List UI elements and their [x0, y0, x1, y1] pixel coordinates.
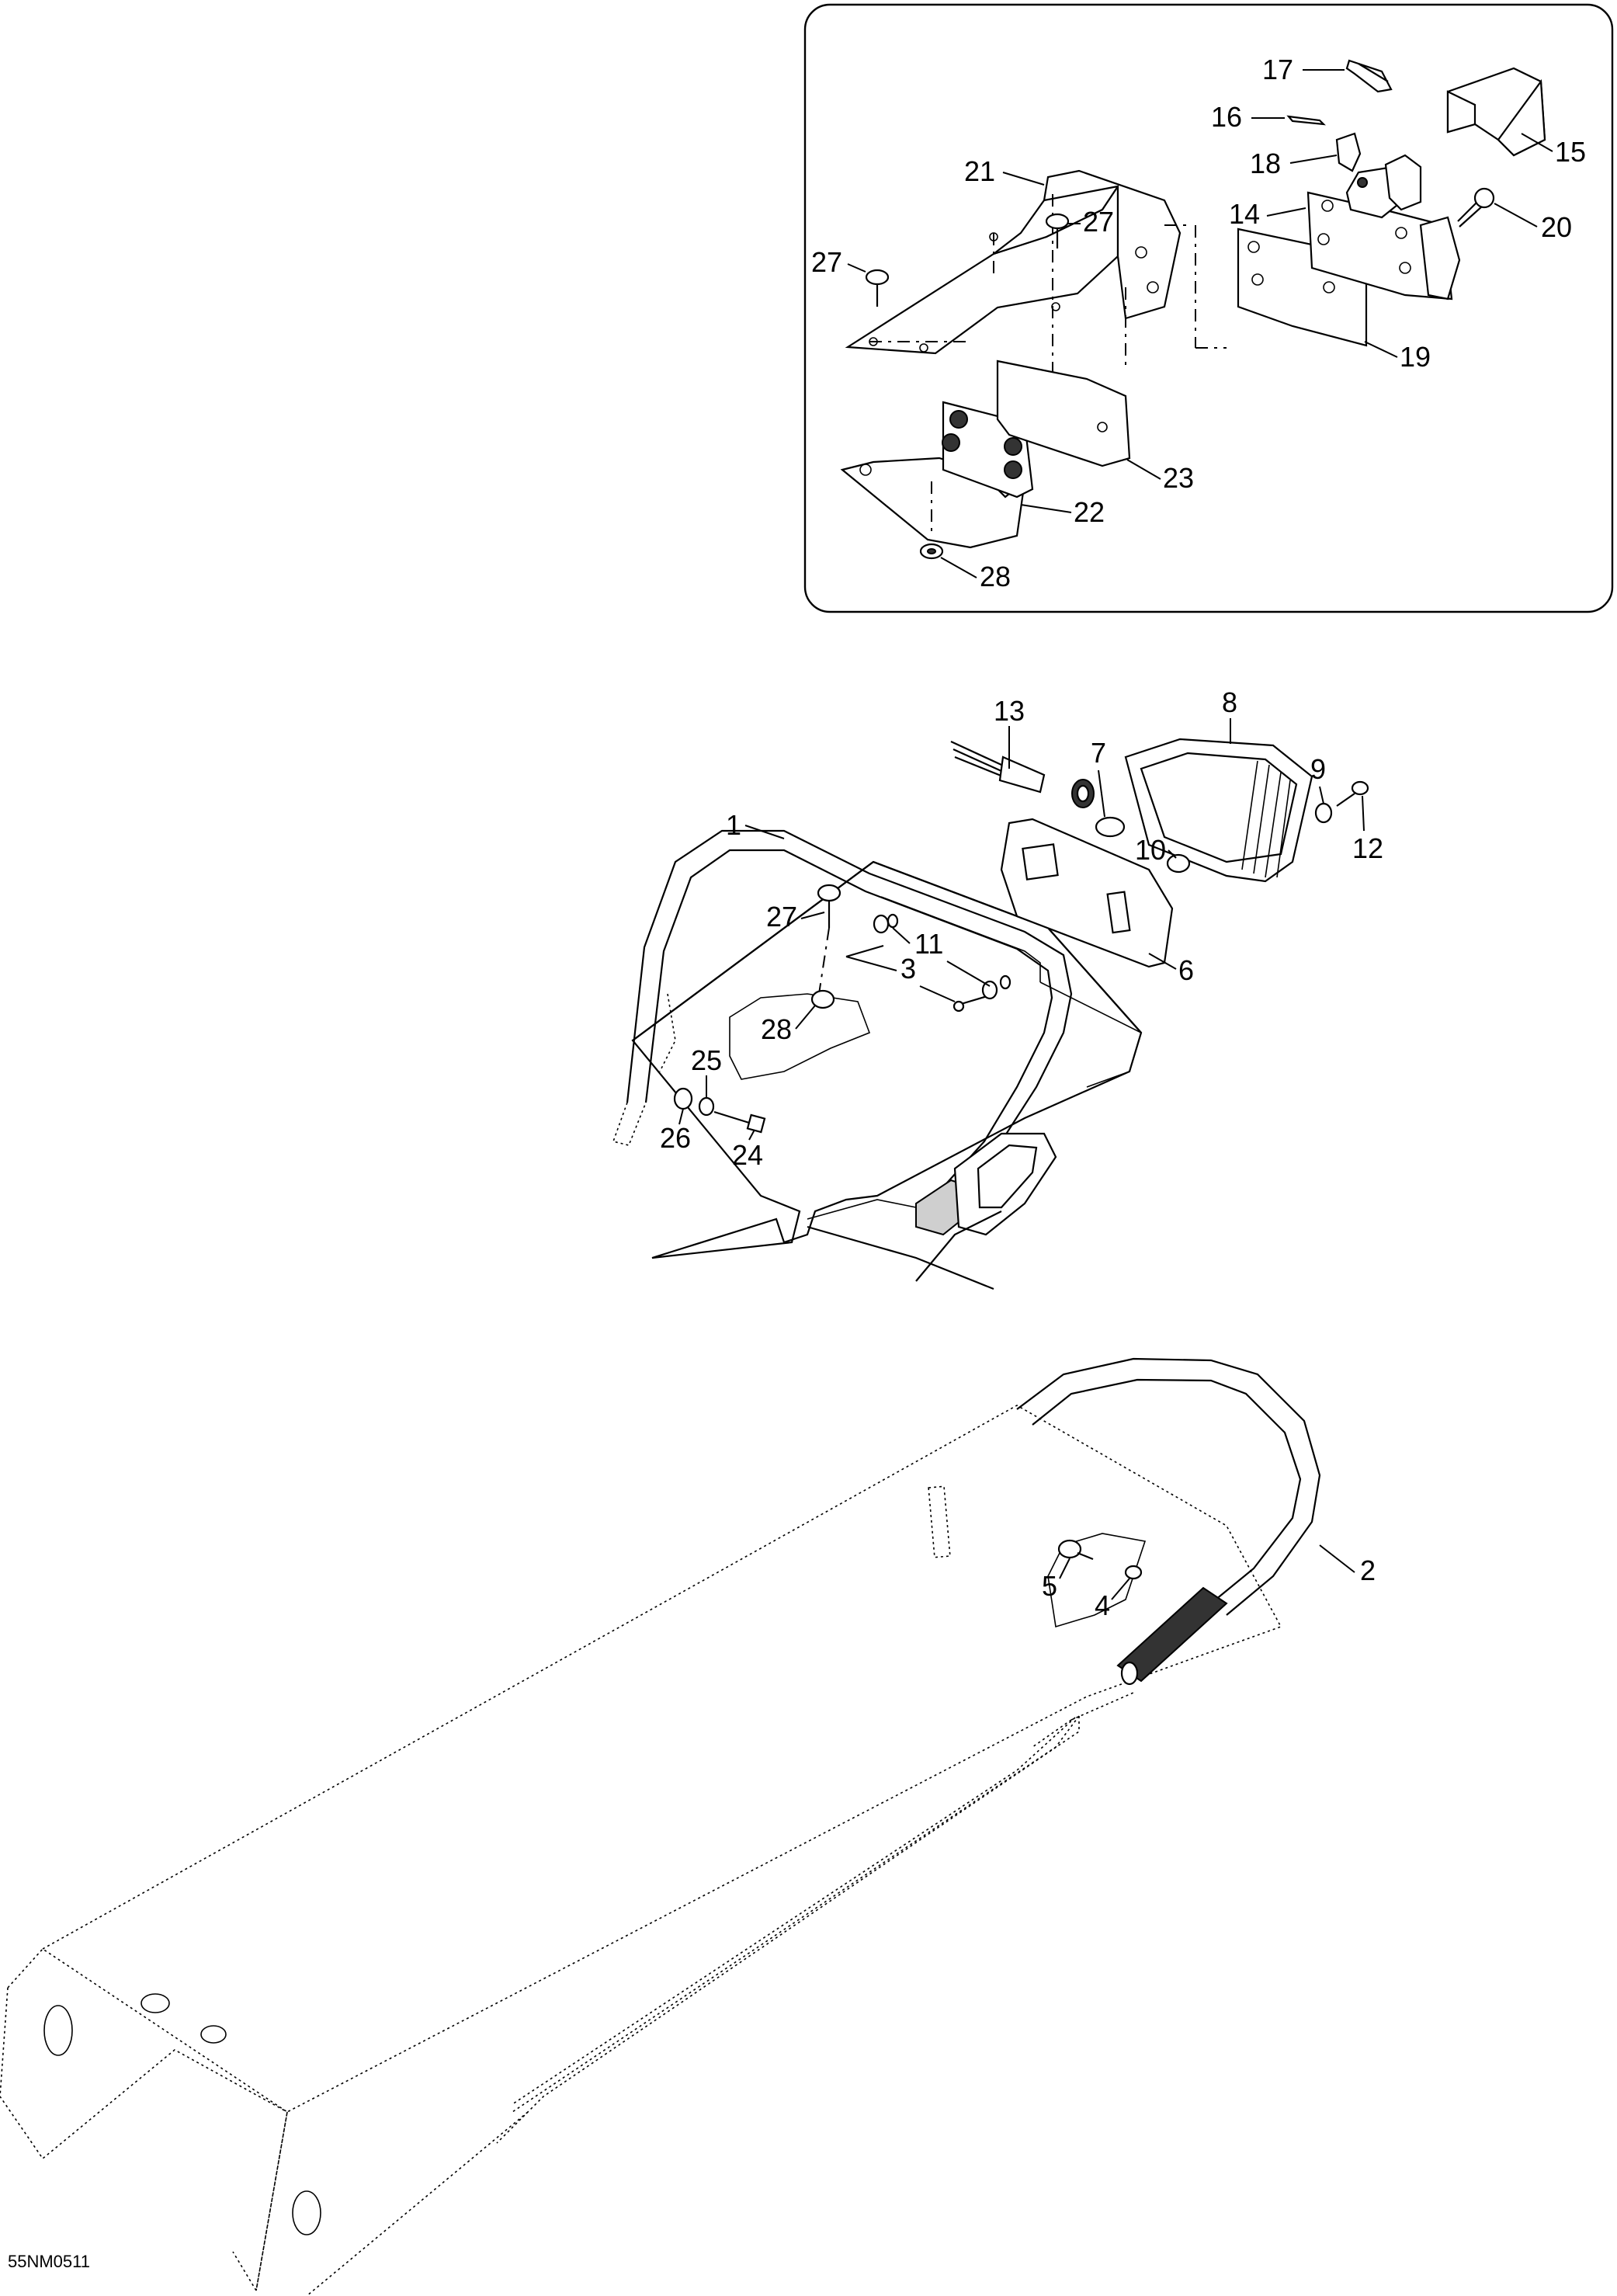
- callout-18: 18: [1250, 148, 1281, 179]
- callout-8: 8: [1222, 686, 1237, 718]
- callout-13: 13: [994, 695, 1025, 727]
- callout-26: 26: [660, 1122, 691, 1154]
- nut-28-inset-drawing: [919, 543, 944, 560]
- callout-19: 19: [1400, 341, 1431, 373]
- callout-27-inset-left: 27: [811, 246, 842, 278]
- callout-28-inset: 28: [980, 561, 1011, 592]
- plate-23-drawing: [996, 360, 1131, 467]
- grab-handle-1-drawing: [612, 829, 1073, 1197]
- bolt-27-inset-drawing: [865, 213, 1070, 307]
- bulb-7-drawing: [1071, 779, 1126, 838]
- washer-11-drawing: [873, 913, 1011, 1000]
- reference-code: 55NM0511: [8, 2252, 90, 2271]
- callout-1: 1: [726, 809, 741, 841]
- callout-27-inset-right: 27: [1083, 206, 1114, 238]
- bolt-27-main-drawing: [817, 884, 841, 995]
- callout-22: 22: [1074, 496, 1105, 528]
- callout-12: 12: [1352, 832, 1383, 864]
- grab-handle-2-drawing: [1016, 1357, 1321, 1686]
- tunnel-assembly: [0, 1357, 1321, 2296]
- hinge-18-drawing: [1335, 132, 1422, 219]
- callout-4: 4: [1095, 1589, 1110, 1621]
- callout-7: 7: [1091, 737, 1106, 769]
- callout-20: 20: [1541, 211, 1572, 243]
- callout-16: 16: [1211, 101, 1242, 133]
- nut-10-drawing: [1166, 853, 1191, 874]
- clip-17-drawing: [1345, 59, 1393, 93]
- bracket-15-drawing: [1446, 67, 1546, 157]
- callout-3: 3: [900, 953, 916, 985]
- callout-9: 9: [1310, 753, 1326, 785]
- callout-10: 10: [1135, 834, 1166, 866]
- callout-6: 6: [1178, 954, 1194, 986]
- reference-code-group: 55NM0511: [8, 2252, 90, 2271]
- screw-12-drawing: [1336, 780, 1369, 807]
- bolt-5-drawing: [1057, 1539, 1094, 1561]
- bolt-20-drawing: [1457, 187, 1495, 228]
- fastener-24-25-26-drawing: [673, 1087, 766, 1134]
- callout-14: 14: [1229, 198, 1260, 230]
- callout-28-main: 28: [761, 1013, 792, 1045]
- washer-9-drawing: [1314, 802, 1333, 824]
- inset-frame: [803, 3, 1614, 613]
- callout-15: 15: [1555, 136, 1586, 168]
- callout-labels: 17 16 18 15 21 27 14 20 27 19 23 22 28 1…: [660, 54, 1586, 1621]
- callout-21: 21: [964, 155, 995, 187]
- nut-28-main-drawing: [810, 989, 835, 1009]
- callout-2: 2: [1360, 1554, 1376, 1586]
- callout-23: 23: [1163, 462, 1194, 494]
- callout-25: 25: [691, 1044, 722, 1076]
- washer-4-drawing: [1124, 1565, 1143, 1580]
- callout-5: 5: [1042, 1570, 1057, 1602]
- callout-17: 17: [1262, 54, 1293, 85]
- bracket-21-drawing: [845, 169, 1227, 388]
- plate-14-drawing: [1306, 191, 1461, 300]
- harness-13-drawing: [950, 741, 1046, 794]
- pin-16-drawing: [1286, 115, 1326, 126]
- taillight-housing-6-drawing: [1000, 818, 1174, 968]
- callout-24: 24: [732, 1139, 763, 1171]
- callout-27-main: 27: [766, 901, 797, 933]
- detail-inset: [803, 3, 1614, 613]
- middle-assembly: [612, 738, 1369, 1290]
- callout-11: 11: [914, 928, 943, 960]
